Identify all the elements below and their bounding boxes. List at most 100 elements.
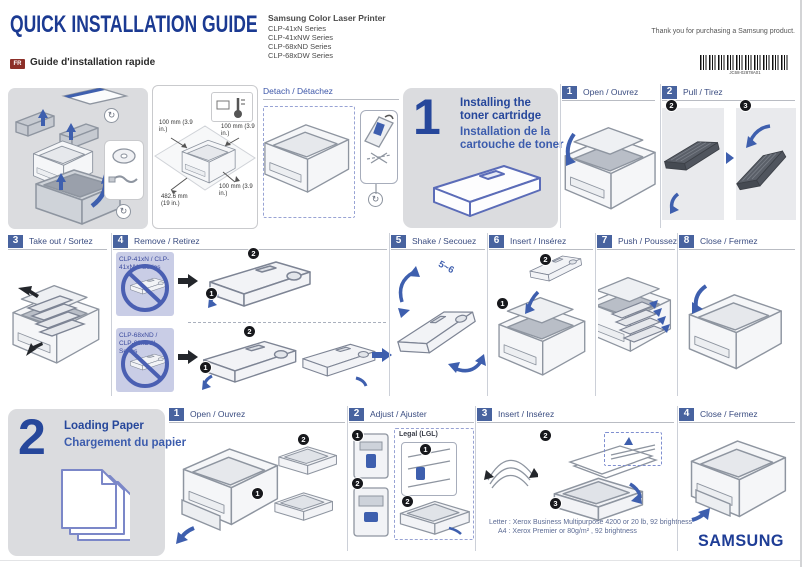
open-tray-illustration: [176, 446, 337, 544]
step-number-badge: 3: [477, 407, 492, 421]
close-tray-illustration: [690, 440, 787, 522]
step-number-badge: 4: [679, 407, 694, 421]
callout-number: 2: [540, 254, 551, 265]
paper-spec-a4: A4 : Xerox Premier or 80g/m² , 92 bright…: [498, 528, 637, 535]
step-label: Push / Poussez: [618, 236, 678, 246]
step-number-badge: 6: [489, 234, 504, 248]
adjust-guides-illustration: [353, 433, 389, 537]
variant-divider: [188, 322, 386, 323]
paper-edge-callout: [604, 432, 662, 466]
take-out-illustration: [12, 285, 100, 364]
step-label: Close / Fermez: [700, 236, 758, 246]
column-divider: [475, 406, 476, 551]
column-divider: [560, 84, 561, 228]
clearance-bottom-left: 482.6 mm (19 in.): [161, 194, 188, 207]
section2-title-en: Loading Paper: [64, 420, 144, 432]
accessories-box: [104, 140, 144, 200]
close-cover-illustration: [688, 284, 782, 370]
step-number-badge: 7: [597, 234, 612, 248]
push-toner-illustration: [598, 276, 672, 352]
step-number-badge: 1: [562, 85, 577, 99]
temperature-range-box: [211, 92, 253, 122]
callout-number: 2: [402, 496, 413, 507]
recycle-icon: [368, 192, 383, 207]
section1-title-fr-1: Installation de la: [460, 126, 551, 138]
legal-size-label: Legal (LGL): [399, 431, 438, 438]
callout-number: 2: [352, 478, 363, 489]
callout-number: 2: [248, 248, 259, 259]
accessories-icons: [108, 148, 138, 183]
step-number-badge: 5: [391, 234, 406, 248]
remove-seal-illustration-b2: [302, 343, 376, 387]
then-arrow-icon: [178, 274, 198, 288]
column-divider: [660, 84, 661, 228]
step-number-badge: 3: [8, 234, 23, 248]
column-divider: [487, 233, 488, 396]
shake-illustration: [392, 266, 486, 373]
legal-tray-illustration: [399, 500, 470, 535]
open-printer-illustration: [564, 127, 656, 210]
detach-header: Detach / Détachez: [263, 86, 399, 100]
legal-latch-illustration: [407, 448, 451, 488]
recycle-icon: [116, 204, 131, 219]
clearance-panel: 100 mm (3.9 in.) 100 mm (3.9 in.) 482.6 …: [152, 85, 258, 229]
step-header-push: 7 Push / Poussez: [597, 233, 678, 250]
barcode-label: JC68-02878A01: [729, 71, 761, 76]
step-label: Shake / Secouez: [412, 236, 477, 246]
section2-number: 2: [18, 409, 46, 465]
step-header-close-tray: 4 Close / Fermez: [679, 406, 795, 423]
model-series: CLP-41xNW Series: [268, 33, 334, 42]
callout-number: 1: [420, 444, 431, 455]
unboxing-illustration: [15, 88, 129, 225]
samsung-logo: SAMSUNG: [698, 531, 784, 550]
callout-number: 3: [550, 498, 561, 509]
step-header-open-tray: 1 Open / Ouvrez: [169, 406, 345, 423]
callout-pointer: [375, 184, 377, 194]
step-label: Adjust / Ajuster: [370, 409, 427, 419]
callout-number: 3: [740, 100, 751, 111]
column-divider: [347, 406, 348, 551]
detach-printer-illustration: [264, 124, 350, 193]
callout-number: 2: [666, 100, 677, 111]
toner-cartridge-illustration: [433, 165, 541, 217]
step-number-badge: 1: [169, 407, 184, 421]
column-divider: [677, 233, 678, 396]
callout-number: 2: [244, 326, 255, 337]
flex-paper-illustration: [484, 459, 538, 489]
section1-number: 1: [413, 89, 441, 145]
thank-you-note: Thank you for purchasing a Samsung produ…: [651, 28, 795, 35]
prohibition-icon: [121, 264, 169, 312]
step-header-take-out: 3 Take out / Sortez: [8, 233, 107, 250]
then-arrow-icon: [178, 350, 198, 364]
barcode: [700, 55, 790, 70]
page-subtitle-fr: Guide d'installation rapide: [30, 57, 156, 68]
legal-size-frame: [394, 428, 474, 540]
column-divider: [389, 233, 390, 396]
step-number-badge: 8: [679, 234, 694, 248]
section1-title-fr-2: cartouche de toner: [460, 139, 564, 151]
section1-title-en-2: toner cartridge: [460, 110, 542, 122]
section2-title-fr: Chargement du papier: [64, 437, 187, 449]
detach-printer-frame: [263, 106, 355, 218]
column-divider: [111, 233, 112, 396]
section1-title-en-1: Installing the: [460, 97, 531, 109]
callout-number: 2: [540, 430, 551, 441]
clearance-top-left: 100 mm (3.9 in.): [159, 120, 193, 133]
step-header-insert-paper: 3 Insert / Insérez: [477, 406, 674, 423]
step-header-close: 8 Close / Fermez: [679, 233, 795, 250]
step-header-open: 1 Open / Ouvrez: [562, 84, 655, 101]
step-number-badge: 4: [113, 234, 128, 248]
recycle-icon: [104, 108, 119, 123]
step-label: Take out / Sortez: [29, 236, 93, 246]
step-label: Open / Ouvrez: [583, 87, 639, 97]
clearance-top-right: 100 mm (3.9 in.): [221, 124, 255, 137]
step-number-badge: 2: [662, 85, 677, 99]
step-label: Insert / Insérez: [510, 236, 567, 246]
step-label: Close / Fermez: [700, 409, 758, 419]
step-label: Remove / Retirez: [134, 236, 200, 246]
load-paper-illustration: [553, 445, 659, 521]
step-header-insert: 6 Insert / Insérez: [489, 233, 593, 250]
step-header-pull: 2 Pull / Tirez: [662, 84, 795, 101]
column-divider: [595, 233, 596, 396]
pull-toner-illustration-a: [662, 108, 724, 220]
